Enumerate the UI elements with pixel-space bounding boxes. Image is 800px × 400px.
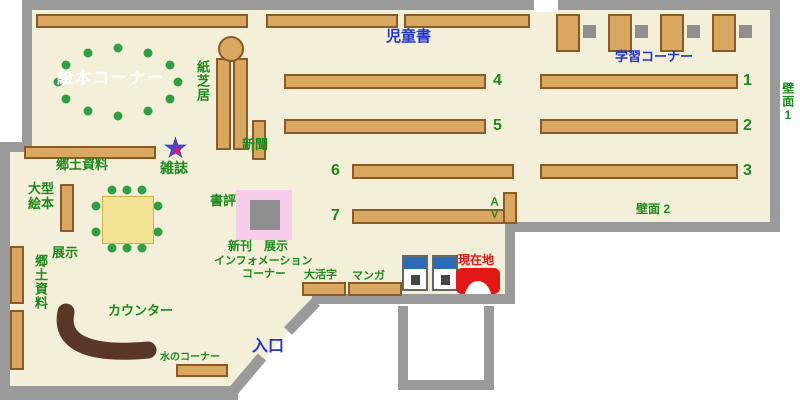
wall-left-upper: [22, 0, 32, 152]
manga-shelf: [348, 282, 402, 296]
label-kamishibai: 紙芝居: [194, 60, 210, 102]
label-av: ＡＶ: [487, 196, 500, 220]
machine-slot: [441, 275, 450, 285]
stack-row-4: [284, 74, 486, 89]
label-entrance: 入口: [252, 338, 285, 355]
label-large-print: 大活字: [304, 269, 337, 281]
top-wall-gap: [534, 0, 558, 12]
round-table: [218, 36, 244, 62]
newspaper-shelf: [252, 120, 266, 160]
av-shelf: [503, 192, 517, 224]
label-information-line1: インフォメーション: [214, 255, 313, 267]
study-desk: [608, 14, 632, 52]
wall-bottom-right-section: [515, 222, 780, 232]
label-wall-1: 壁面1: [780, 82, 795, 123]
label-local-materials: 郷土資料: [56, 157, 109, 172]
study-chair: [739, 25, 752, 38]
label-picture-book-corner: 絵本コーナー: [57, 70, 166, 87]
stack-number-5: 5: [493, 117, 502, 134]
stack-row-3: [540, 164, 738, 179]
label-wall-2: 壁面 2: [636, 202, 671, 216]
water-dispenser-2: [432, 255, 458, 291]
study-chair: [635, 25, 648, 38]
machine-slot: [411, 275, 420, 285]
label-local-materials-side: 郷土資料: [32, 254, 48, 310]
local-materials-shelf-2: [10, 310, 24, 370]
bookshelf: [266, 14, 398, 28]
label-large-picture-books: 大型絵本: [28, 181, 55, 211]
wall-top: [22, 0, 780, 10]
stack-row-5: [284, 119, 486, 134]
study-desk: [556, 14, 580, 52]
label-new-arrivals-display: 展示: [264, 239, 289, 253]
label-exhibition: 展示: [52, 245, 79, 260]
machine-top: [404, 257, 426, 269]
stack-number-3: 3: [743, 162, 752, 179]
star-outer-icon: ★: [162, 132, 189, 165]
stack-number-2: 2: [743, 117, 752, 134]
study-chair: [583, 25, 596, 38]
stack-row-1: [540, 74, 738, 89]
stack-row-6: [352, 164, 514, 179]
stack-number-4: 4: [493, 72, 502, 89]
kamishibai-shelf-1: [216, 58, 231, 150]
study-chair: [687, 25, 700, 38]
vestibule-wall-bottom: [398, 380, 494, 390]
wall-left-step: [0, 142, 24, 152]
kamishibai-shelf-2: [233, 58, 248, 150]
label-current-location: 現在地: [458, 253, 495, 267]
water-corner-shelf: [176, 364, 228, 377]
wall-mid-vertical: [505, 222, 515, 304]
label-counter: カウンター: [108, 303, 174, 318]
local-materials-shelf-1: [10, 246, 24, 304]
study-desk: [660, 14, 684, 52]
machine-top: [434, 257, 456, 269]
bookshelf-local-materials: [24, 146, 156, 159]
label-magazines: 雑誌: [160, 160, 188, 176]
study-desk: [712, 14, 736, 52]
stack-number-6: 6: [331, 162, 340, 179]
stack-row-2: [540, 119, 738, 134]
vestibule-wall-right: [484, 306, 494, 390]
large-print-shelf: [302, 282, 346, 296]
vestibule-wall-left: [398, 306, 408, 390]
label-study-corner: 学習コーナー: [615, 49, 694, 64]
wall-left: [0, 142, 10, 400]
stack-number-7: 7: [331, 207, 340, 224]
large-picture-book-shelf: [60, 184, 74, 232]
star-inner-icon: ★: [171, 143, 183, 158]
label-water-corner: 水のコーナー: [160, 352, 220, 363]
display-table: [250, 200, 280, 230]
current-location-marker: [456, 268, 500, 294]
label-information-line2: コーナー: [242, 268, 286, 280]
magazine-star-marker: ★ ★: [162, 134, 192, 164]
label-new-arrivals: 新刊: [228, 239, 253, 253]
label-book-review: 書評: [210, 193, 237, 208]
label-newspaper: 新聞: [242, 137, 269, 152]
wall-right: [770, 0, 780, 232]
reading-table: [102, 196, 154, 244]
bookshelf: [404, 14, 530, 28]
label-manga: マンガ: [352, 270, 385, 282]
stack-number-1: 1: [743, 72, 752, 89]
current-location-marker-arc: [464, 281, 492, 294]
wall-mid-horizontal: [312, 294, 515, 304]
water-dispenser-1: [402, 255, 428, 291]
wall-bottom-left: [0, 386, 238, 400]
bookshelf: [36, 14, 248, 28]
label-children-books: 児童書: [386, 28, 432, 45]
